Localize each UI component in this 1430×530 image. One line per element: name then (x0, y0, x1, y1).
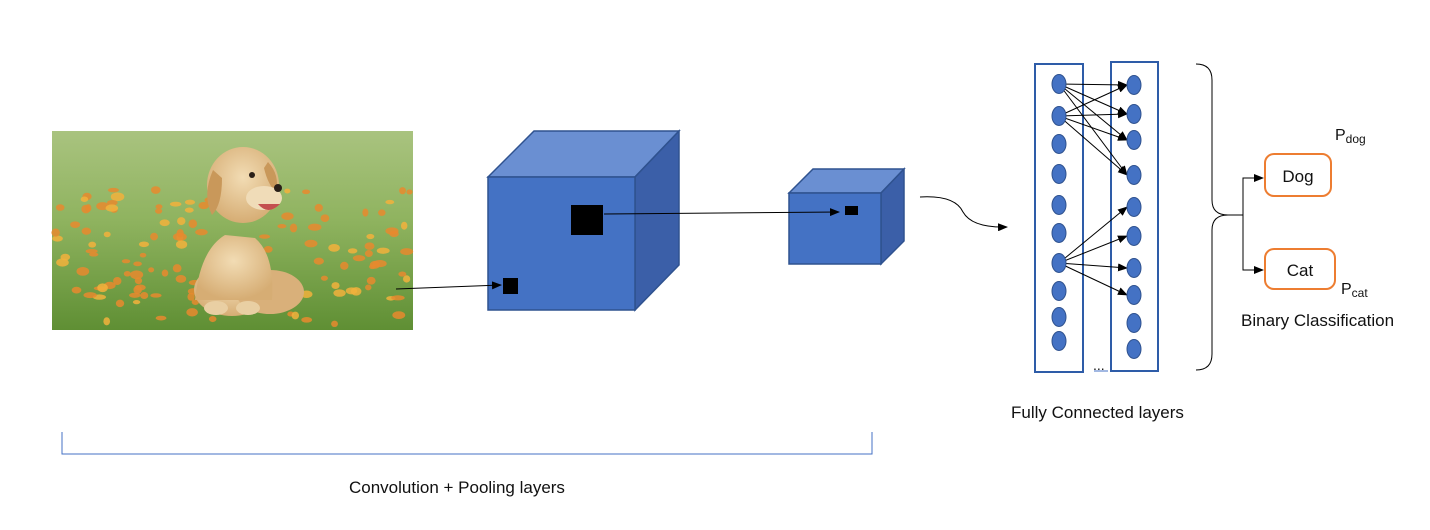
fc-connection-line (1058, 115, 1128, 176)
output-dog: Dog (1264, 153, 1332, 197)
receptive-field-square-icon (503, 278, 518, 294)
pool-to-fc-arrow (919, 196, 1008, 232)
conv-to-pool-arrow (603, 208, 840, 217)
kernel-square-icon (571, 205, 603, 235)
image-to-conv-arrow (395, 281, 502, 290)
fc-layer-1-neuron (1051, 331, 1067, 351)
conv-pool-label: Convolution + Pooling layers (349, 478, 565, 497)
cat-label: Cat (1287, 261, 1314, 280)
fc-layer-2-neuron (1126, 75, 1142, 95)
fc-layer-2-neuron (1126, 313, 1142, 333)
fc-layer-2-neuron (1126, 226, 1142, 246)
output-cat: Cat (1264, 248, 1336, 290)
fc-connection-line (1058, 83, 1128, 141)
fc-layer-1-neuron (1051, 164, 1067, 184)
dog-label: Dog (1282, 167, 1313, 186)
p-dog-label: Pdog (1335, 127, 1366, 146)
pooled-feature-map-cube (787, 167, 906, 266)
fc-layer-2-neuron (1126, 104, 1142, 124)
fc-connection-line (1058, 115, 1128, 141)
fc-layer-2-neuron (1126, 197, 1142, 217)
binary-classification-label: Binary Classification (1241, 311, 1394, 330)
fc-connection-line (1058, 262, 1128, 296)
fc-layer-1-neuron (1051, 307, 1067, 327)
fc-connection-line (1058, 80, 1128, 89)
fc-layer-2-neuron (1126, 285, 1142, 305)
p-cat-label: Pcat (1341, 281, 1368, 300)
fc-connection-line (1058, 262, 1128, 272)
fc-connection-line (1058, 206, 1128, 264)
fc-connection-line (1058, 83, 1128, 115)
fc-layer-2-neuron (1126, 258, 1142, 278)
fc-layer-1-neuron (1051, 195, 1067, 215)
fc-layer-2-neuron (1126, 339, 1142, 359)
fc-layer-2-neuron (1126, 165, 1142, 185)
to-cat-arrow (1242, 215, 1264, 274)
fc-layer-1-neuron (1051, 253, 1067, 273)
puppy-photo-icon (51, 131, 414, 330)
fc-connection-line (1058, 84, 1128, 117)
fc-connection-line (1058, 83, 1128, 176)
fc-connection-line (1058, 235, 1128, 264)
conv-feature-map-cube (486, 129, 681, 312)
pooled-square-icon (845, 206, 858, 215)
fc-connections (1058, 80, 1128, 296)
fc-brace (1195, 63, 1229, 371)
to-dog-arrow (1242, 174, 1264, 215)
fully-connected-label: Fully Connected layers (1011, 403, 1184, 422)
fc-connection-line (1058, 110, 1128, 119)
fc-layer-1-neuron (1051, 281, 1067, 301)
conv-pool-bracket (61, 432, 873, 455)
fc-layer-1-neuron (1051, 74, 1067, 94)
ellipsis-label: ... (1093, 357, 1105, 373)
fc-layer-1-neuron (1051, 106, 1067, 126)
fc-layer-2-neuron (1126, 130, 1142, 150)
fc-neurons (1051, 74, 1142, 359)
fc-layer-1-box (1034, 63, 1084, 373)
fc-layer-1-neuron (1051, 223, 1067, 243)
fc-layer-1-neuron (1051, 134, 1067, 154)
fc-layer-2-box (1110, 61, 1159, 372)
